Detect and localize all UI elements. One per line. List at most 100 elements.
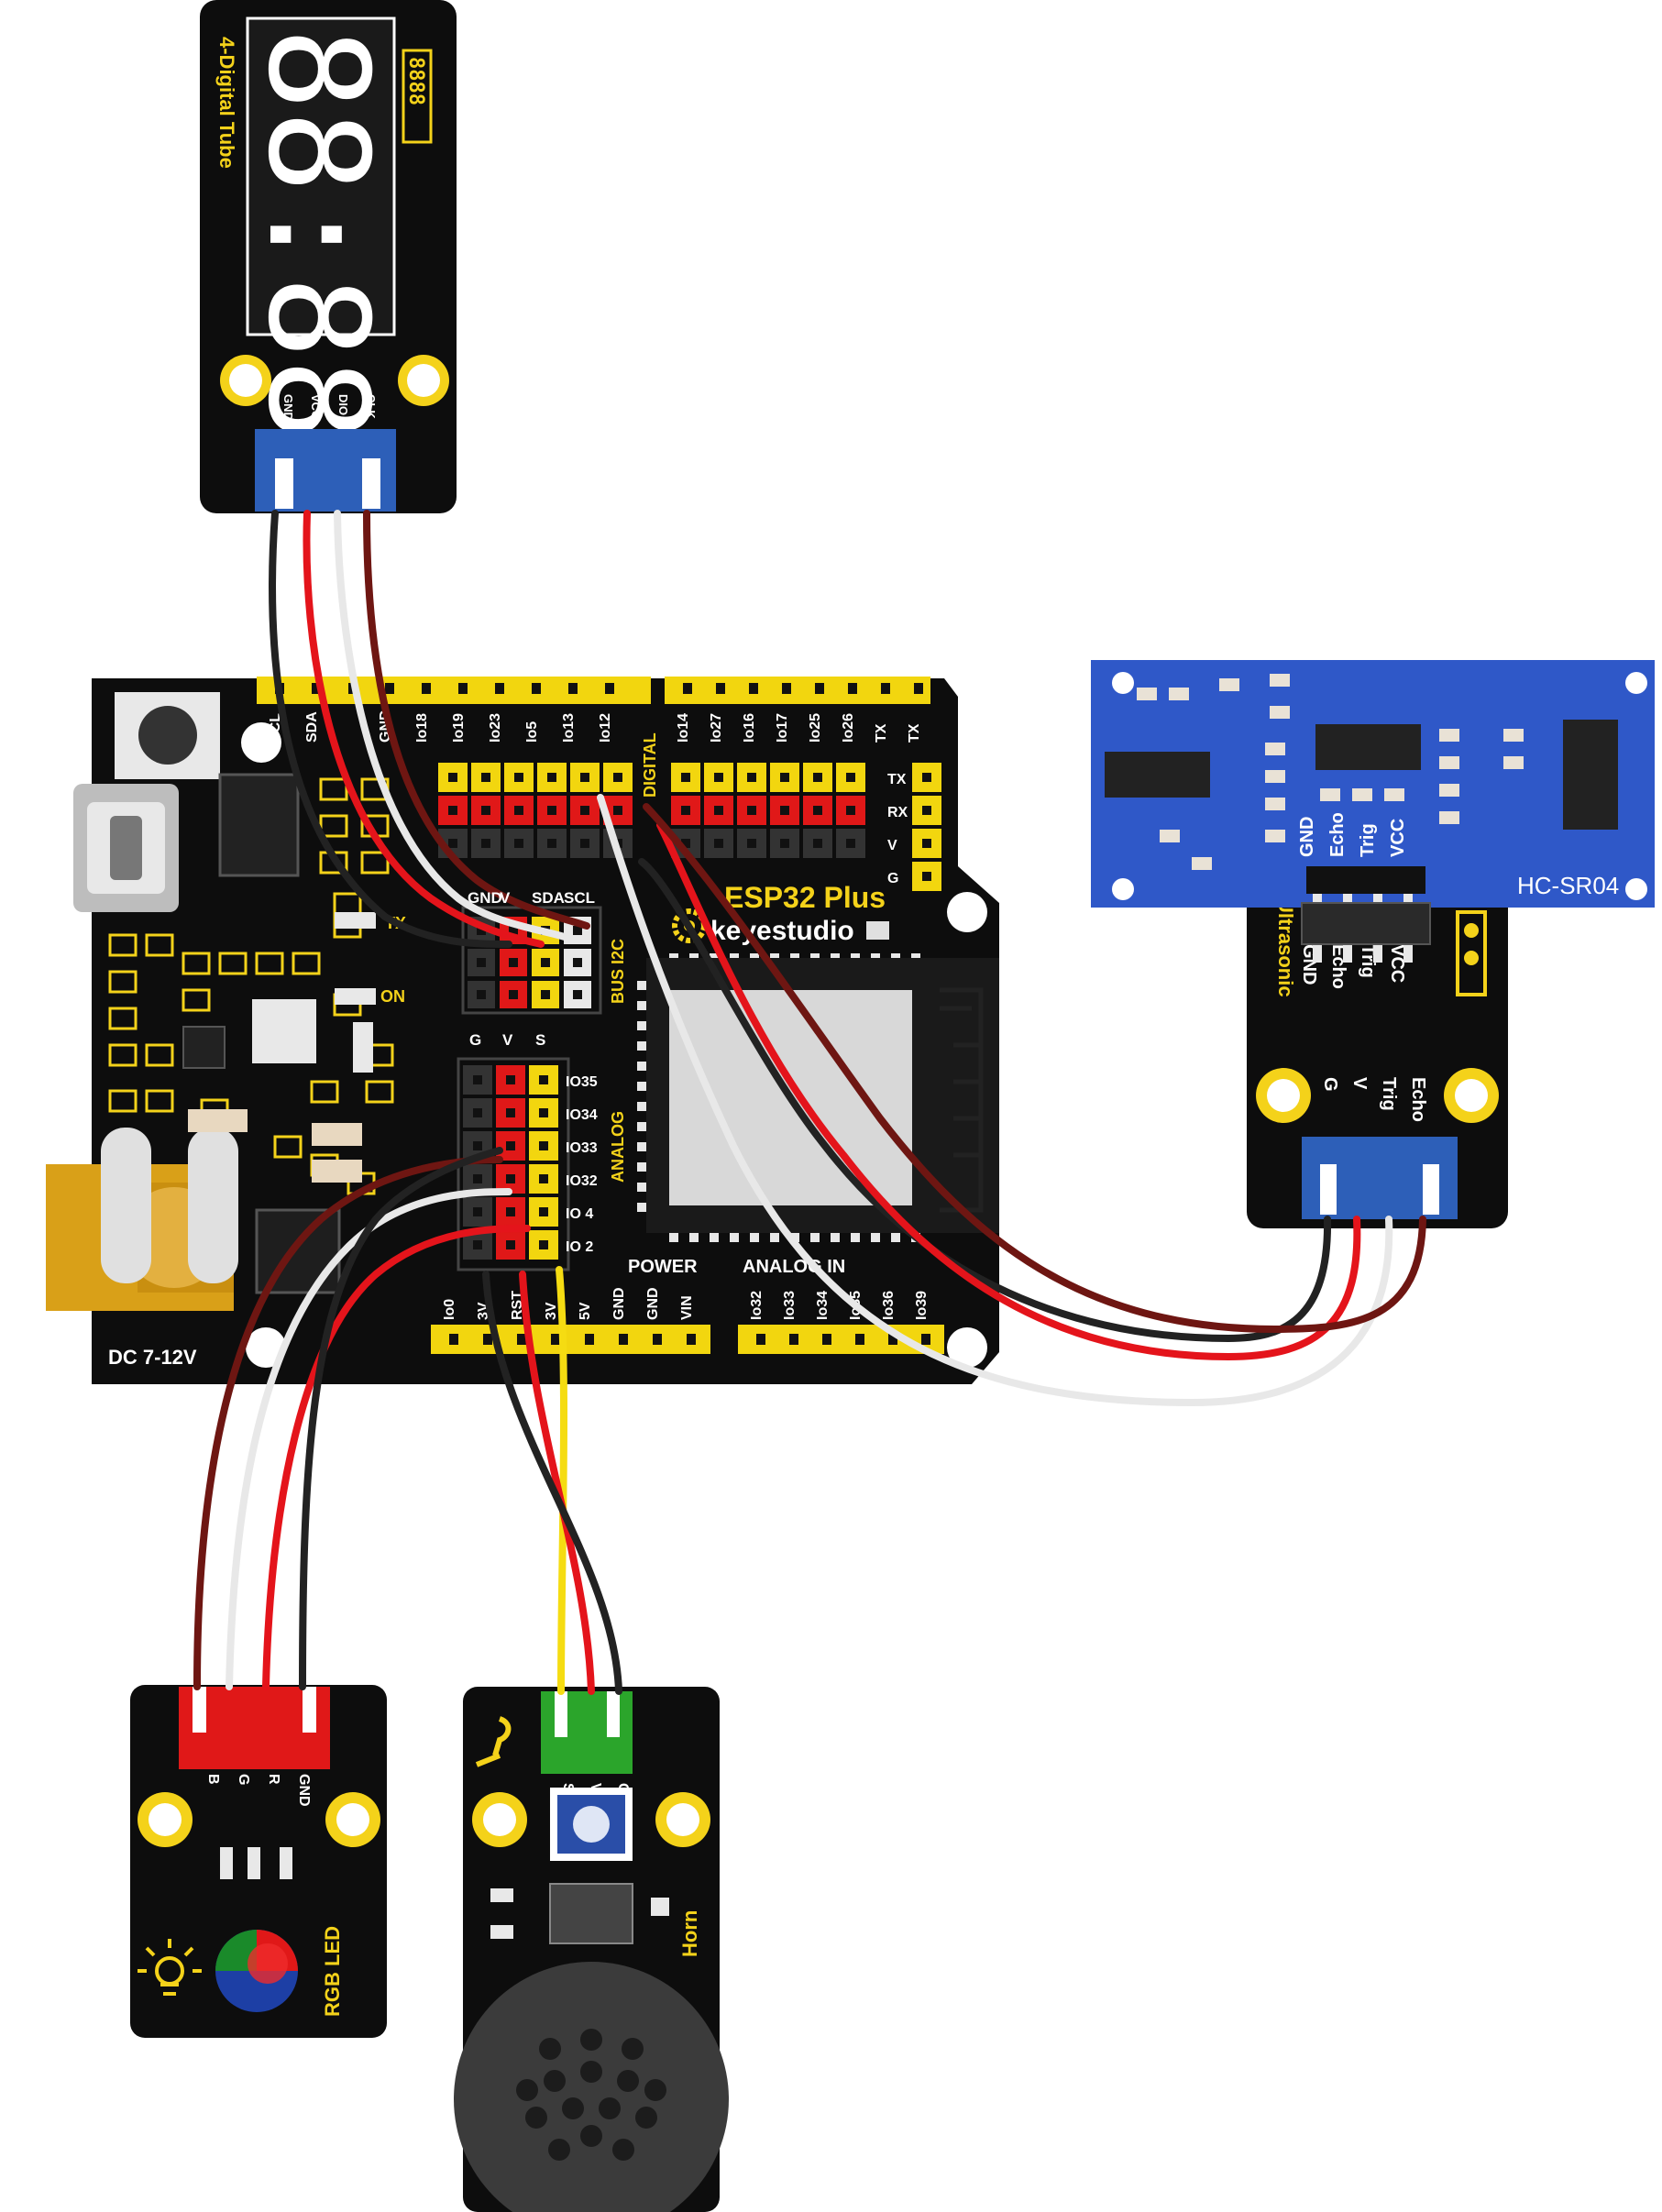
digital-gvs-header <box>438 763 865 858</box>
mount-hole <box>241 722 281 763</box>
analog-label: ANALOG <box>609 1111 627 1183</box>
bottom-pin-label: 5V <box>578 1302 593 1320</box>
digital-label: DIGITAL <box>641 732 659 798</box>
bottom-pin-label: GND <box>645 1287 661 1320</box>
bottom-pin-label: 3V <box>544 1302 559 1320</box>
rgb-title: RGB LED <box>321 1926 344 2017</box>
ultrasonic-conn-label: Trig <box>1379 1077 1399 1111</box>
top-pin-label: Io16 <box>742 713 757 743</box>
wire-horn-v <box>519 1271 595 1695</box>
tube-title: 4-Digital Tube <box>215 37 238 169</box>
top-pin-label: Io27 <box>709 713 724 743</box>
ultrasonic-conn-label: G <box>1320 1077 1340 1092</box>
analog-pin-label: IO35 <box>566 1074 598 1090</box>
i2c-pin-label: V <box>500 889 511 907</box>
analog-in-label: ANALOG IN <box>743 1257 845 1277</box>
side-pin-labels: TX RX V G <box>887 772 908 886</box>
gvs-label: G <box>469 1031 481 1049</box>
top-pin-label: TX <box>907 723 922 743</box>
hcsr04-pin-label: GND <box>1297 817 1317 857</box>
side-pin-label: RX <box>887 805 908 820</box>
top-pin-label: Io14 <box>676 713 691 743</box>
top-pin-label: Io13 <box>561 713 577 743</box>
analog-pin-label: IO34 <box>566 1107 598 1123</box>
on-led-label: ON <box>380 987 405 1006</box>
mount-hole <box>947 1327 987 1368</box>
top-pin-label: Io25 <box>808 713 823 743</box>
ultrasonic-conn-label: V <box>1349 1077 1370 1090</box>
gvs-label: S <box>535 1031 545 1049</box>
top-pin-label: SCL <box>268 713 283 743</box>
ultrasonic-title: Ultrasonic <box>1274 898 1297 997</box>
hcsr04-title: HC-SR04 <box>1517 872 1619 899</box>
rgb-pin-label: GND <box>296 1774 312 1807</box>
wire-tube-gnd <box>269 510 512 948</box>
board-brand: keyestudio <box>710 916 854 946</box>
smd-components <box>108 777 394 1195</box>
ultrasonic-conn-label: Echo <box>1408 1077 1428 1122</box>
wires <box>193 510 1426 1695</box>
svg-text:8888: 8888 <box>404 57 427 105</box>
side-pin-label: G <box>887 871 898 886</box>
mount-hole <box>947 892 987 932</box>
top-pin-label: Io19 <box>451 713 467 743</box>
music-note-icon <box>475 1716 512 1767</box>
analog-pin-label: IO 4 <box>566 1206 593 1222</box>
wire-tube-clk <box>363 510 590 930</box>
wire-us-trig <box>597 794 1393 1407</box>
top-pin-label: Io17 <box>775 713 790 743</box>
hcsr04-pin-label: VCC <box>1388 819 1408 857</box>
bottom-pin-label: GND <box>611 1287 627 1320</box>
hcsr04-pin-label: Trig <box>1358 823 1378 857</box>
wire-us-echo <box>643 803 1426 1334</box>
bottom-pin-label: Io32 <box>749 1291 765 1320</box>
horn-title: Horn <box>678 1910 701 1957</box>
analog-pin-label: IO33 <box>566 1140 598 1156</box>
bottom-pin-label: Io33 <box>782 1291 798 1320</box>
bus-label: BUS I2C <box>609 939 627 1004</box>
analog-gvs-header <box>457 1057 570 1271</box>
wire-us-v <box>656 821 1361 1361</box>
top-pin-label: Io18 <box>414 713 430 743</box>
wire-rgb-g <box>226 1188 512 1690</box>
wire-tube-dio <box>334 510 577 943</box>
bottom-pin-label: Io0 <box>442 1299 457 1320</box>
top-pin-label: Io26 <box>841 713 856 743</box>
tube-pin-label: CLK <box>364 394 378 419</box>
i2c-pin-label: GND <box>468 889 502 907</box>
horn-module: SVG Horn <box>454 1687 729 2212</box>
bottom-pin-label: VIN <box>679 1295 695 1320</box>
bottom-pin-label: Io34 <box>815 1291 831 1320</box>
ultrasonic-pin-label: VCC <box>1387 944 1407 983</box>
side-header <box>912 763 941 891</box>
wire-horn-s <box>556 1266 568 1695</box>
tube-pin-label: DIO <box>336 394 350 415</box>
wire-rgb-b <box>193 1156 503 1690</box>
reset-button[interactable] <box>115 692 220 779</box>
usb-c-port <box>73 784 179 912</box>
dc-label: DC 7-12V <box>108 1346 197 1369</box>
top-pin-label: Io12 <box>598 713 613 743</box>
side-pin-label: V <box>887 838 897 853</box>
i2c-pin-label: SDA <box>532 889 565 907</box>
rgb-pin-label: G <box>236 1774 251 1785</box>
tube-pin-label: VCC <box>309 394 323 420</box>
wire-horn-g <box>482 1271 622 1695</box>
side-pin-label: TX <box>887 772 907 787</box>
tube-pin-label: GND <box>281 394 295 421</box>
bottom-header <box>431 1325 944 1354</box>
ic-chip <box>218 773 300 877</box>
analog-pin-label: IO32 <box>566 1173 598 1189</box>
ultrasonic-pin-label: Trig <box>1358 944 1378 978</box>
